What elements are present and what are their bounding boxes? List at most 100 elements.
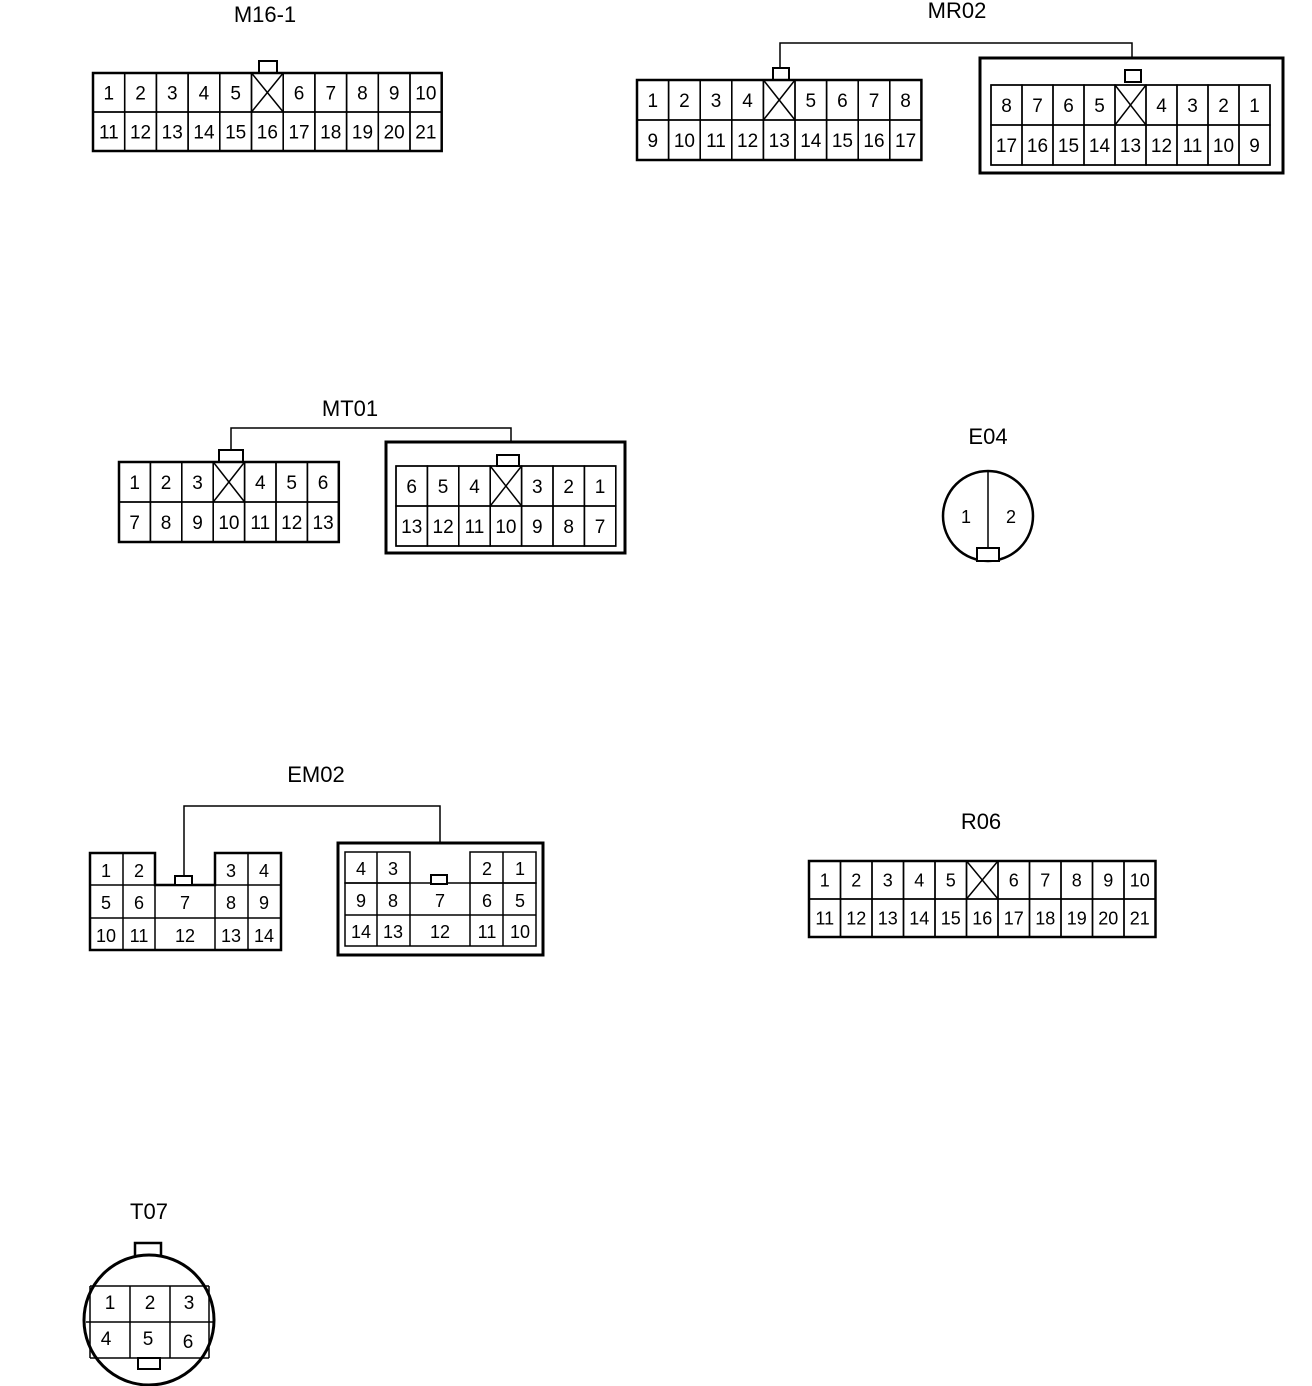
connector-title: MR02 [928, 0, 987, 23]
pin-label: 4 [356, 859, 366, 879]
pin-label: 5 [946, 870, 956, 890]
locking-tab [137, 1357, 161, 1370]
connector-title: M16-1 [234, 2, 296, 27]
pin-label: 5 [230, 83, 241, 104]
pin-label: 13 [769, 131, 790, 152]
grid-outline [395, 465, 617, 547]
pin-label: 20 [384, 122, 405, 143]
locking-tab [218, 449, 244, 463]
pin-label: 17 [1004, 908, 1024, 928]
pin-label: 13 [313, 513, 334, 534]
pin-label: 7 [129, 513, 140, 534]
pin-label: 1 [820, 870, 830, 890]
pin-label: 13 [401, 517, 422, 538]
pin-label: 7 [1040, 870, 1050, 890]
pin-label: 8 [900, 91, 911, 112]
pin-label: 1 [515, 859, 525, 879]
locking-tab [174, 875, 193, 886]
pin-label: 18 [320, 122, 341, 143]
connector-title: T07 [130, 1199, 168, 1224]
pin-label: 2 [851, 870, 861, 890]
pin-label: 10 [510, 922, 530, 942]
pin-label: 6 [406, 477, 417, 498]
connector-body [82, 1253, 216, 1386]
pin-label: 6 [294, 83, 305, 104]
pin-label: 2 [161, 473, 172, 494]
locking-tab [772, 67, 790, 81]
pin-label: 14 [800, 131, 822, 152]
pin-label: 8 [388, 891, 398, 911]
pin-labels: 1 2 3 4 5 6 [101, 1293, 195, 1353]
pin-label: 16 [1027, 136, 1048, 157]
pin-label: 3 [532, 477, 543, 498]
pin-label: 2 [1218, 96, 1229, 117]
pin-label: 17 [288, 122, 309, 143]
male-housing [88, 851, 283, 952]
pin-label: 2 [1006, 507, 1016, 527]
pin-label: 5 [806, 91, 817, 112]
pin-label: 20 [1098, 908, 1118, 928]
pin-label: 11 [465, 517, 485, 538]
pin-label: 4 [914, 870, 924, 890]
pin-label: 1 [1249, 96, 1260, 117]
pin-label: 10 [1130, 870, 1150, 890]
pin-label: 3 [388, 859, 398, 879]
locking-tab [1124, 69, 1142, 83]
pair-link-line [183, 805, 441, 876]
connector-t07: T07 1 2 3 4 5 6 [82, 1199, 216, 1386]
pin-label: 13 [162, 122, 183, 143]
pin-label: 8 [1001, 96, 1012, 117]
pin-label: 10 [1213, 136, 1234, 157]
pin-label: 11 [478, 922, 497, 942]
blank-pin-mark [1114, 84, 1147, 126]
pin-label: 11 [99, 122, 119, 143]
pin-label: 12 [433, 517, 454, 538]
pin-label: 13 [878, 908, 898, 928]
pin-label: 7 [325, 83, 336, 104]
pin-label: 4 [255, 473, 266, 494]
pin-label: 11 [1183, 136, 1203, 157]
grid-outline [117, 460, 341, 544]
pin-label: 6 [1009, 870, 1019, 890]
pin-label: 9 [356, 891, 366, 911]
pin-label: 14 [193, 122, 215, 143]
pair-link-line [779, 42, 1133, 68]
connector-e04: E04 1 2 [941, 424, 1035, 563]
female-pin-labels: 4 3 2 1 9 8 7 6 5 14 13 12 11 10 [351, 859, 530, 942]
pin-label: 15 [225, 122, 246, 143]
pin-label: 8 [563, 517, 574, 538]
pin-label: 2 [679, 91, 690, 112]
pin-label: 6 [318, 473, 329, 494]
pin-label: 10 [674, 131, 695, 152]
pin-label: 12 [281, 513, 302, 534]
connector-title: R06 [961, 809, 1001, 834]
pin-label: 17 [996, 136, 1017, 157]
pin-label: 7 [595, 517, 606, 538]
pin-label: 21 [415, 122, 436, 143]
pin-label: 15 [941, 908, 961, 928]
pin-label: 8 [161, 513, 172, 534]
pin-label: 9 [532, 517, 543, 538]
pin-label: 14 [909, 908, 929, 928]
pin-label: 1 [105, 1293, 116, 1314]
pin-label: 18 [1035, 908, 1055, 928]
pin-label: 4 [101, 1329, 112, 1350]
blank-pin-mark [212, 461, 246, 503]
pin-label: 1 [129, 473, 140, 494]
pin-label: 9 [389, 83, 400, 104]
blank-pin-mark [762, 79, 796, 121]
blank-pin-mark [965, 860, 999, 900]
pin-label: 14 [254, 926, 274, 946]
pin-label: 2 [134, 861, 144, 881]
pin-label: 3 [711, 91, 722, 112]
locking-tab [258, 60, 278, 74]
pin-label: 7 [1032, 96, 1043, 117]
pin-label: 3 [192, 473, 203, 494]
pin-label: 7 [435, 891, 445, 911]
